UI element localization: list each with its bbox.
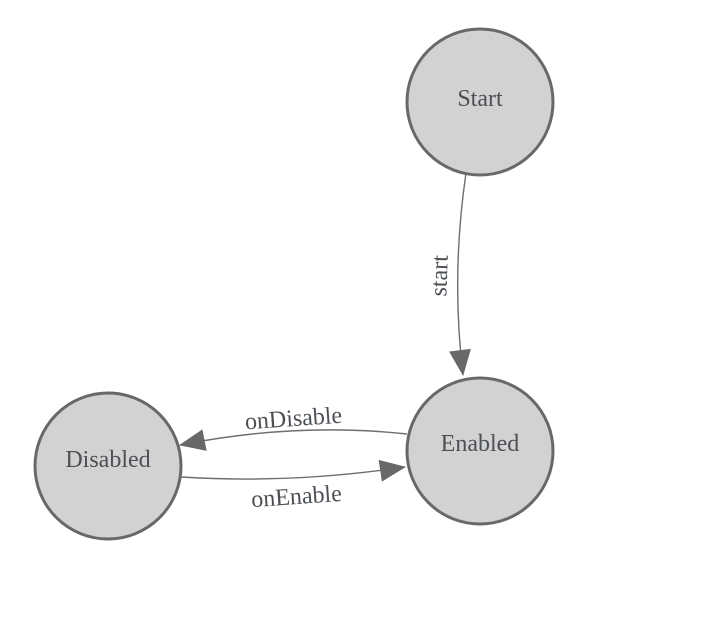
state-circle-disabled [33,391,183,541]
state-label-disabled: Disabled [65,447,150,473]
state-node-disabled: Disabled [33,391,183,541]
edges-layer [179,172,471,482]
edge-label-onenable: onEnable [250,481,342,513]
transition-enabled-to-disabled [179,429,408,451]
nodes-layer: Start Enabled Disabled [33,27,555,541]
state-circle-start [405,27,555,177]
edge-label-start: start [426,254,453,297]
state-label-enabled: Enabled [441,431,520,457]
edge-labels-layer: start onDisable onEnable [244,254,454,513]
state-label-start: Start [457,86,503,112]
state-circle-enabled [405,376,555,526]
state-node-enabled: Enabled [405,376,555,526]
transition-disabled-to-enabled [180,459,406,482]
transition-start-to-enabled [449,172,471,376]
state-node-start: Start [405,27,555,177]
